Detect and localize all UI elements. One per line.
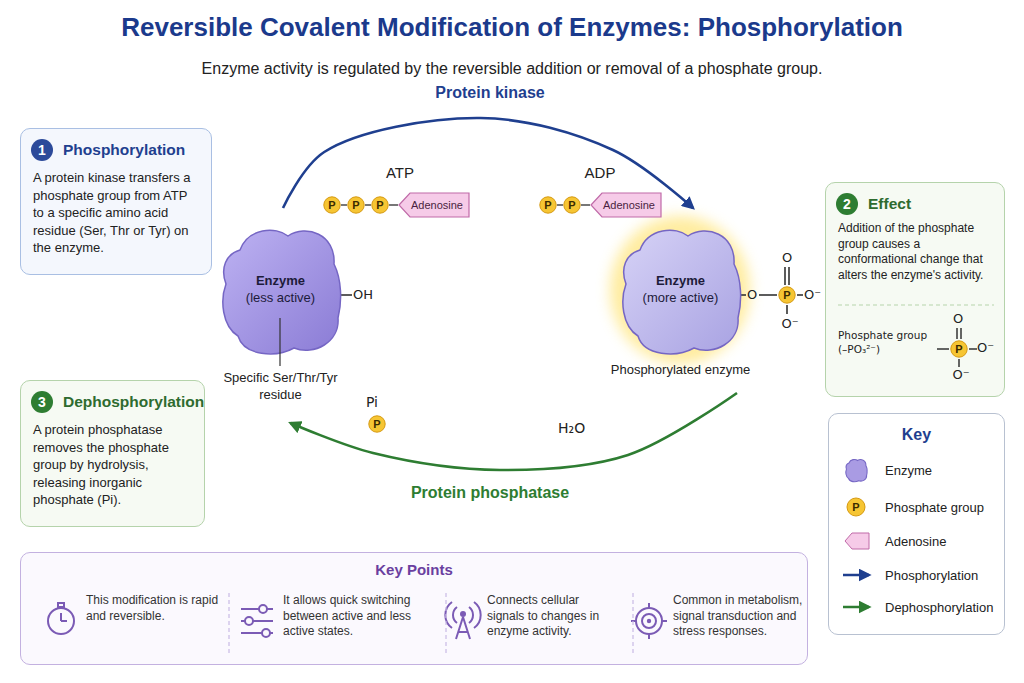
enzyme-label: Enzyme bbox=[256, 273, 305, 290]
phosphate-circle: P bbox=[323, 196, 341, 214]
legend-swatch bbox=[843, 595, 873, 619]
point-text: Connects cellular signals to changes in … bbox=[487, 593, 619, 640]
atom-label: OH bbox=[353, 287, 373, 303]
phosphatase-arrow bbox=[291, 393, 738, 470]
card-heading: Effect bbox=[868, 193, 992, 215]
key-points-panel: Key PointsThis modification is rapid and… bbox=[20, 552, 808, 665]
step-card: 3 Dephosphorylation A protein phosphatase … bbox=[20, 380, 205, 527]
phosphate-label: P bbox=[328, 200, 335, 211]
phosphate-label: P bbox=[955, 344, 962, 355]
effect-card: 2 EffectAddition of the phosphate group c… bbox=[825, 182, 1005, 397]
bond-line bbox=[581, 204, 590, 206]
card-heading: Dephosphorylation bbox=[63, 391, 192, 413]
atom-label: O⁻ bbox=[781, 316, 798, 332]
atom-label: O bbox=[782, 250, 792, 266]
atom-label: O⁻ bbox=[952, 367, 969, 383]
edge-label: Protein kinase bbox=[435, 84, 544, 102]
phosphate-label: P bbox=[544, 200, 551, 211]
legend-text: Phosphate group bbox=[885, 500, 984, 515]
card-text: A protein phosphatase removes the phosph… bbox=[33, 421, 192, 509]
bond-line bbox=[557, 204, 563, 206]
callout-number: 3 bbox=[31, 391, 53, 413]
phosphate-structure bbox=[826, 183, 1006, 398]
legend-row: Enzyme bbox=[843, 458, 932, 482]
molecule-name: ADP bbox=[585, 164, 616, 181]
phosphate-circle: P bbox=[347, 196, 365, 214]
phosphate-label: P bbox=[783, 290, 790, 301]
bond-line bbox=[389, 204, 398, 206]
phosphate-circle: P bbox=[950, 340, 968, 358]
point-item: This modification is rapid and reversibl… bbox=[86, 593, 221, 624]
adenosine-pentagon: Adenosine bbox=[398, 192, 470, 218]
adenosine-label: Adenosine bbox=[597, 200, 655, 211]
molecule-name: Pi bbox=[366, 394, 378, 410]
card-text: Addition of the phosphate group causes a… bbox=[838, 221, 992, 283]
edge-label: Protein phosphatase bbox=[411, 484, 569, 502]
phosphate-circle: P bbox=[371, 196, 389, 214]
point-text: This modification is rapid and reversibl… bbox=[86, 593, 221, 624]
legend-row: Phosphate group bbox=[843, 495, 984, 519]
step-card: 1 Phosphorylation A protein kinase transfe… bbox=[20, 128, 212, 275]
point-text: Common in metabolism, signal transductio… bbox=[673, 593, 803, 640]
callout-number: 2 bbox=[836, 193, 858, 215]
legend-row: Dephosphorylation bbox=[843, 595, 993, 619]
state-label: (more active) bbox=[643, 290, 719, 307]
point-item: Common in metabolism, signal transductio… bbox=[673, 593, 803, 640]
callout-number: 1 bbox=[31, 139, 53, 161]
phosphate-circle: P bbox=[778, 286, 796, 304]
panel-heading: Key bbox=[837, 422, 996, 444]
legend-text: Enzyme bbox=[885, 463, 932, 478]
legend-swatch bbox=[843, 458, 873, 482]
adenosine-pentagon: Adenosine bbox=[590, 192, 662, 218]
atom-label: O bbox=[747, 287, 757, 303]
phosphate-label: P bbox=[352, 200, 359, 211]
point-item: Connects cellular signals to changes in … bbox=[487, 593, 619, 640]
subtitle: Enzyme activity is regulated by the reve… bbox=[202, 60, 823, 78]
glow bbox=[610, 216, 750, 364]
page-title: Reversible Covalent Modification of Enzy… bbox=[0, 12, 1024, 43]
phosphate-label: P bbox=[568, 200, 575, 211]
atom-label: O⁻ bbox=[804, 287, 821, 303]
legend-swatch bbox=[843, 563, 873, 587]
phosphate-label: P bbox=[852, 502, 859, 513]
panel-heading: Key Points bbox=[29, 561, 799, 578]
formula-text: Phosphate group (–PO₃²⁻) bbox=[838, 329, 934, 356]
phosphate-circle: P bbox=[368, 415, 386, 433]
legend-text: Dephosphorylation bbox=[885, 600, 993, 615]
molecule-name: ATP bbox=[386, 164, 414, 181]
caption-text: Phosphorylated enzyme bbox=[611, 362, 751, 379]
phosphate-label: P bbox=[376, 200, 383, 211]
bond-line bbox=[341, 204, 347, 206]
state-label: (less active) bbox=[246, 290, 315, 307]
card-heading: Phosphorylation bbox=[63, 139, 199, 161]
phosphate-circle: P bbox=[539, 196, 557, 214]
enzyme-blob: Enzyme(more active)Phosphorylated enzyme bbox=[618, 222, 743, 357]
enzyme-blob: Enzyme(less active)Specific Ser/Thr/Tyr … bbox=[218, 222, 343, 357]
phosphate-label: P bbox=[373, 419, 380, 430]
card-text: A protein kinase transfers a phosphate g… bbox=[33, 169, 199, 257]
legend-text: Phosphorylation bbox=[885, 568, 978, 583]
point-item: It allows quick switching between active… bbox=[283, 593, 433, 640]
atom-label: O⁻ bbox=[977, 340, 994, 356]
legend-row: Phosphorylation bbox=[843, 563, 978, 587]
legend-swatch bbox=[843, 529, 873, 553]
legend-text: Adenosine bbox=[885, 534, 946, 549]
phosphate-circle: P bbox=[563, 196, 581, 214]
atom-label: O bbox=[953, 311, 963, 327]
adenosine-label: Adenosine bbox=[405, 200, 463, 211]
point-text: It allows quick switching between active… bbox=[283, 593, 433, 640]
molecule-name: H₂O bbox=[558, 420, 585, 436]
enzyme-label: Enzyme bbox=[656, 273, 705, 290]
caption-text: Specific Ser/Thr/Tyr residue bbox=[211, 370, 351, 404]
bond-line bbox=[365, 204, 371, 206]
legend-row: Adenosine bbox=[843, 529, 946, 553]
